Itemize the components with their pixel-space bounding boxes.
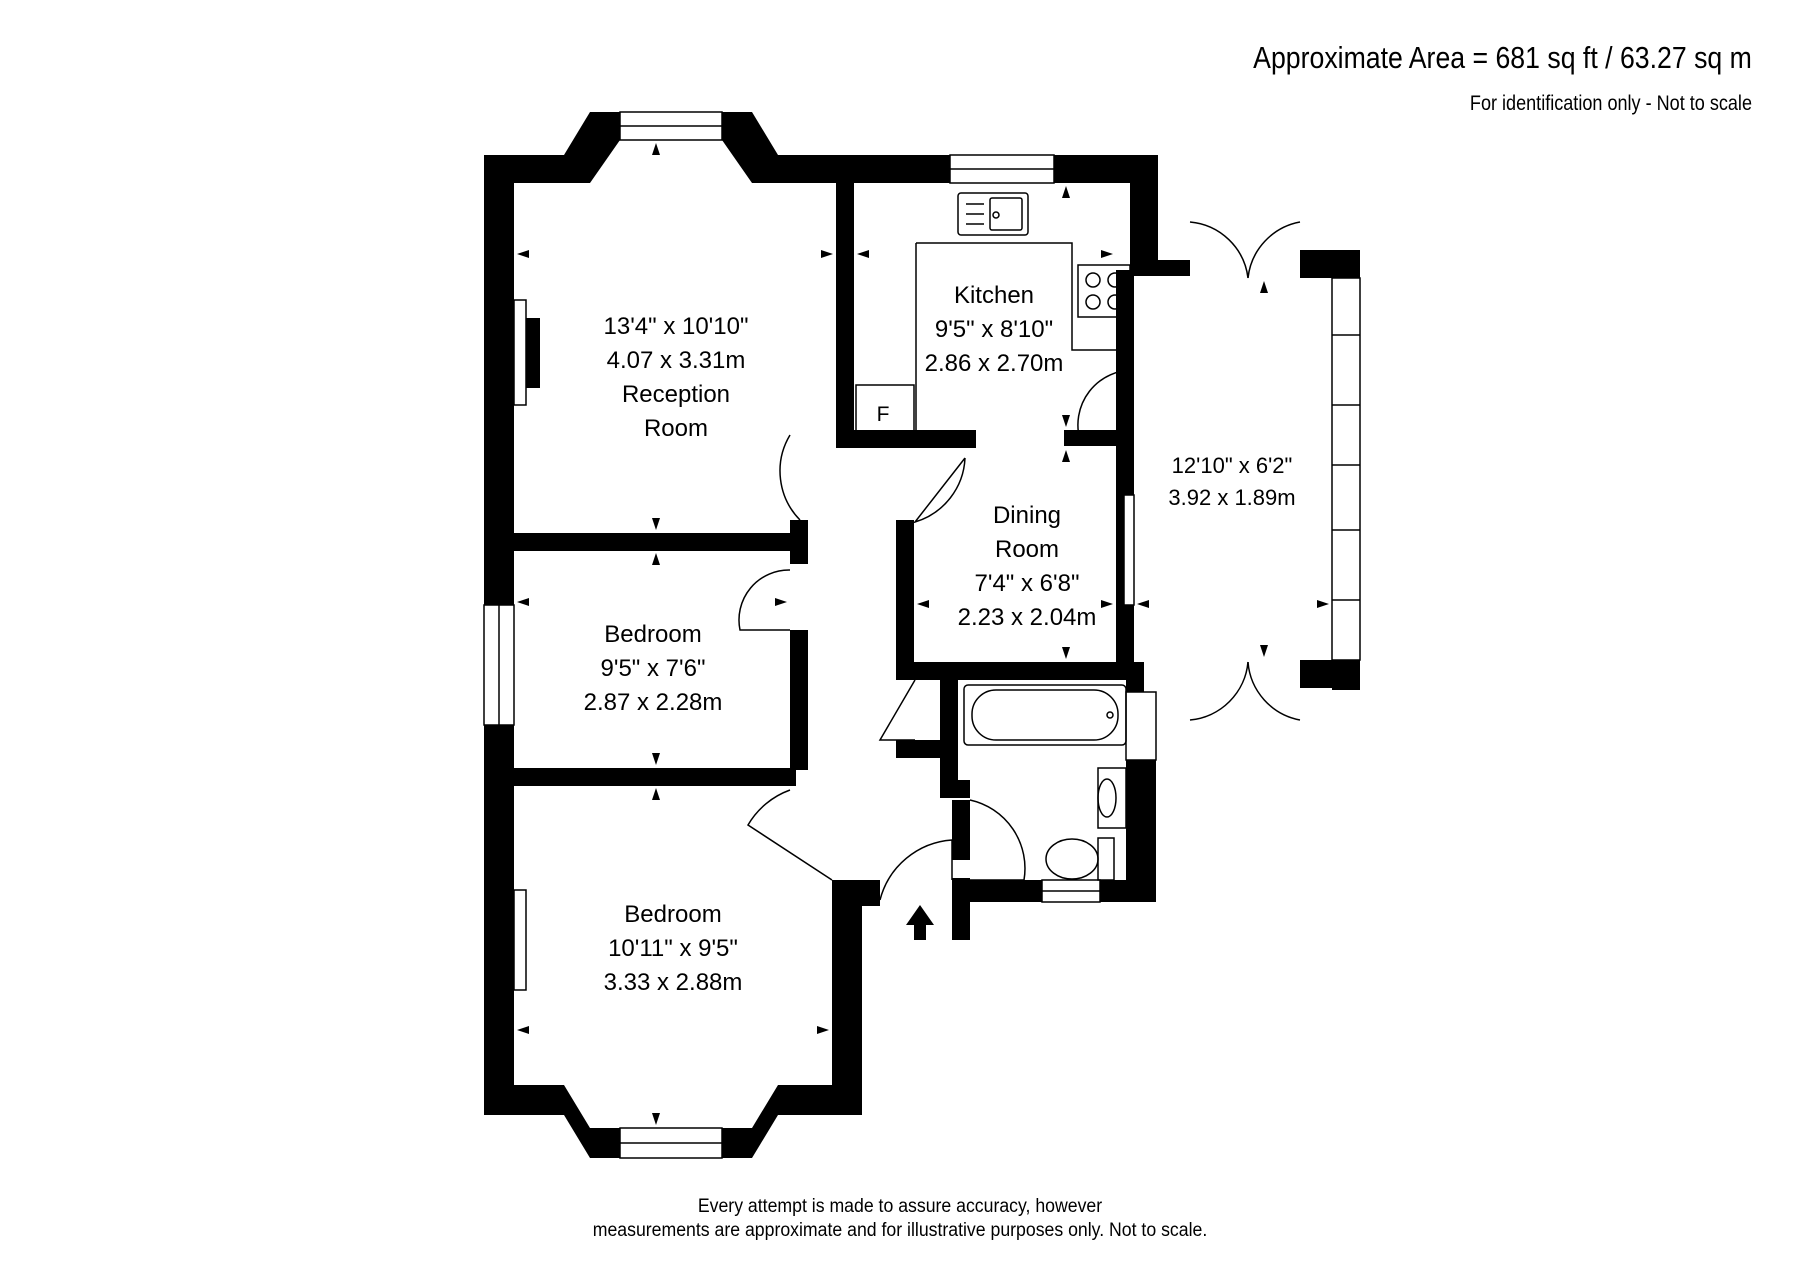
reception-name-line1: Reception <box>621 381 731 408</box>
dining-dims-metric: 2.23 x 2.04m <box>957 604 1097 631</box>
fridge-label: F <box>876 403 890 426</box>
dimension-arrows <box>517 143 1329 1125</box>
room-label-kitchen: Kitchen 9'5" x 8'10" 2.86 x 2.70m <box>925 279 1064 381</box>
disclaimer-line1: Every attempt is made to assure accuracy… <box>697 1196 1103 1217</box>
bedroom-large-dims-imperial: 10'11" x 9'5" <box>608 935 738 962</box>
room-label-reception: 13'4" x 10'10" 4.07 x 3.31m Reception Ro… <box>604 310 749 446</box>
disclaimer-line2: measurements are approximate and for ill… <box>592 1220 1208 1241</box>
reception-name-line2: Room <box>643 415 709 442</box>
disclaimer: Every attempt is made to assure accuracy… <box>0 1195 1800 1243</box>
reception-dims-metric: 4.07 x 3.31m <box>606 347 746 374</box>
approximate-area: Approximate Area = 681 sq ft / 63.27 sq … <box>1253 40 1752 75</box>
bedroom-large-dims-metric: 3.33 x 2.88m <box>603 969 743 996</box>
room-label-bedroom-large: Bedroom 10'11" x 9'5" 3.33 x 2.88m <box>604 898 743 1000</box>
room-label-conservatory: 12'10" x 6'2" 3.92 x 1.89m <box>1168 450 1295 514</box>
bedroom-large-name: Bedroom <box>624 901 722 928</box>
fixtures <box>855 192 1131 881</box>
kitchen-name: Kitchen <box>953 282 1035 309</box>
dining-name-line1: Dining <box>992 502 1062 529</box>
room-label-dining: Dining Room 7'4" x 6'8" 2.23 x 2.04m <box>958 499 1097 635</box>
identification-note: For identification only - Not to scale <box>1469 92 1752 115</box>
kitchen-dims-metric: 2.86 x 2.70m <box>924 350 1064 377</box>
room-label-bedroom-small: Bedroom 9'5" x 7'6" 2.87 x 2.28m <box>584 618 723 720</box>
fridge-outline <box>855 384 915 446</box>
doors <box>738 221 1301 901</box>
bedroom-small-dims-metric: 2.87 x 2.28m <box>583 689 723 716</box>
windows <box>483 111 1361 1159</box>
dining-name-line2: Room <box>994 536 1060 563</box>
conservatory-dims-metric: 3.92 x 1.89m <box>1168 485 1296 510</box>
reception-dims-imperial: 13'4" x 10'10" <box>603 313 749 340</box>
kitchen-dims-imperial: 9'5" x 8'10" <box>934 316 1054 343</box>
bedroom-small-dims-imperial: 9'5" x 7'6" <box>600 655 706 682</box>
dining-dims-imperial: 7'4" x 6'8" <box>974 570 1080 597</box>
bedroom-small-name: Bedroom <box>604 621 702 648</box>
conservatory-dims-imperial: 12'10" x 6'2" <box>1171 453 1293 478</box>
